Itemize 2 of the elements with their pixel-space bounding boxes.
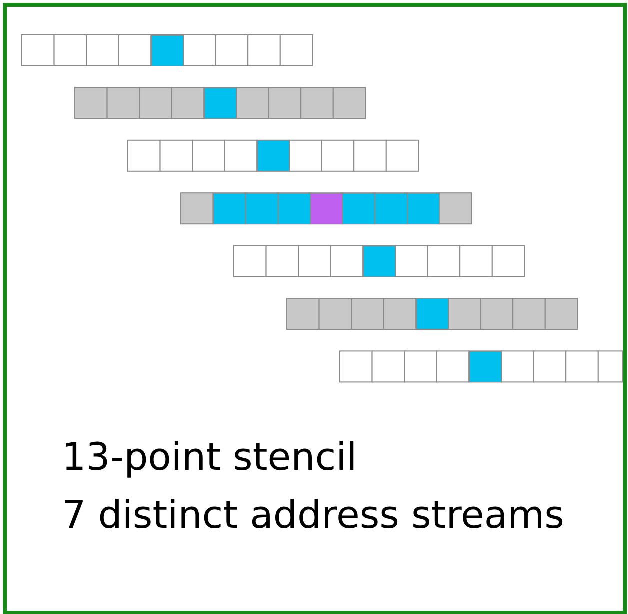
stencil-label: 13-point stencil [62,435,358,479]
address-streams-label: 7 distinct address streams [62,493,564,537]
